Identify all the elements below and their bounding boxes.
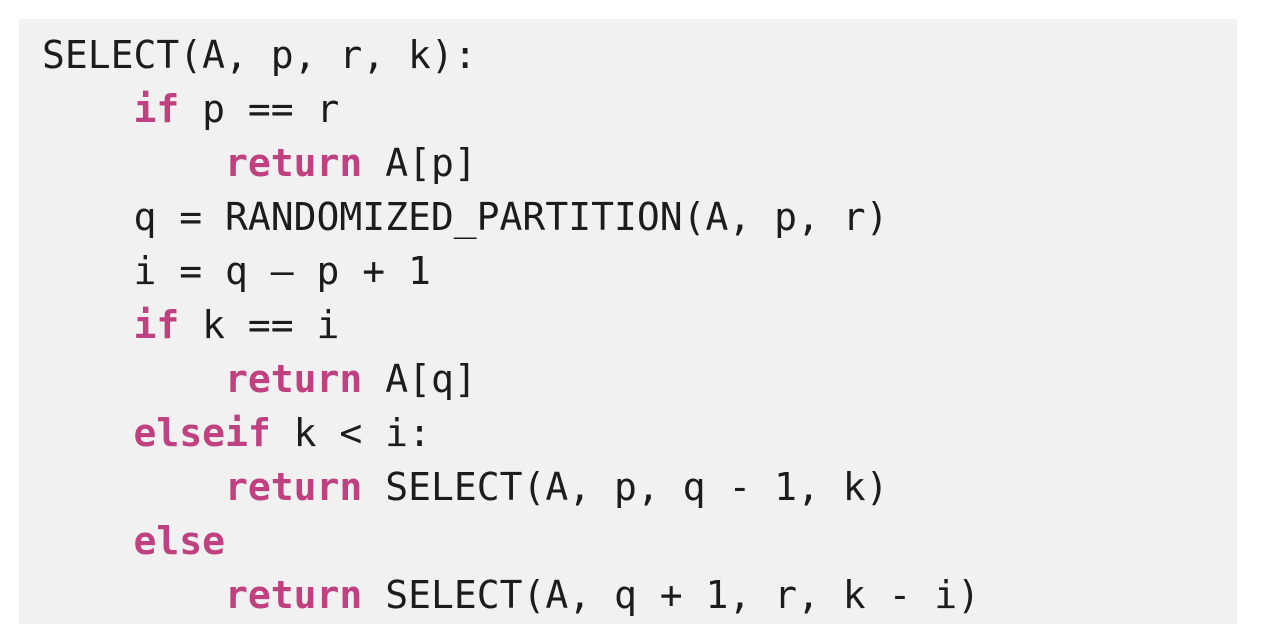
code-line: return SELECT(A, q + 1, r, k - i) <box>42 568 1237 622</box>
code-text: SELECT(A, p, q - 1, k) <box>362 465 889 509</box>
code-keyword: return <box>225 357 363 401</box>
code-keyword: else <box>133 519 226 563</box>
code-line: elseif k < i: <box>42 406 1237 460</box>
code-line: if k == i <box>42 298 1237 352</box>
code-keyword: if <box>133 303 180 347</box>
code-text <box>42 573 225 617</box>
code-panel: SELECT(A, p, r, k): if p == r return A[p… <box>19 19 1237 624</box>
code-text <box>42 357 225 401</box>
code-keyword: return <box>225 573 363 617</box>
code-text <box>42 519 134 563</box>
code-line: return A[q] <box>42 352 1237 406</box>
code-text <box>42 303 134 347</box>
code-line: q = RANDOMIZED_PARTITION(A, p, r) <box>42 190 1237 244</box>
code-text: p == r <box>179 87 340 131</box>
code-text <box>42 465 225 509</box>
code-line: else <box>42 514 1237 568</box>
code-text: q = RANDOMIZED_PARTITION(A, p, r) <box>42 195 889 239</box>
code-text <box>42 141 225 185</box>
code-text <box>42 411 134 455</box>
code-text: k == i <box>179 303 340 347</box>
code-text: k < i: <box>270 411 431 455</box>
code-block: SELECT(A, p, r, k): if p == r return A[p… <box>42 28 1237 622</box>
code-text: i = q – p + 1 <box>42 249 431 293</box>
code-line: i = q – p + 1 <box>42 244 1237 298</box>
code-keyword: return <box>225 141 363 185</box>
code-text: SELECT(A, q + 1, r, k - i) <box>362 573 981 617</box>
code-keyword: if <box>133 87 180 131</box>
code-text <box>42 87 134 131</box>
code-line: if p == r <box>42 82 1237 136</box>
code-text: SELECT(A, p, r, k): <box>42 33 477 77</box>
code-text: A[q] <box>362 357 477 401</box>
code-keyword: elseif <box>133 411 271 455</box>
code-text: A[p] <box>362 141 477 185</box>
code-line: SELECT(A, p, r, k): <box>42 28 1237 82</box>
code-line: return A[p] <box>42 136 1237 190</box>
code-keyword: return <box>225 465 363 509</box>
code-line: return SELECT(A, p, q - 1, k) <box>42 460 1237 514</box>
